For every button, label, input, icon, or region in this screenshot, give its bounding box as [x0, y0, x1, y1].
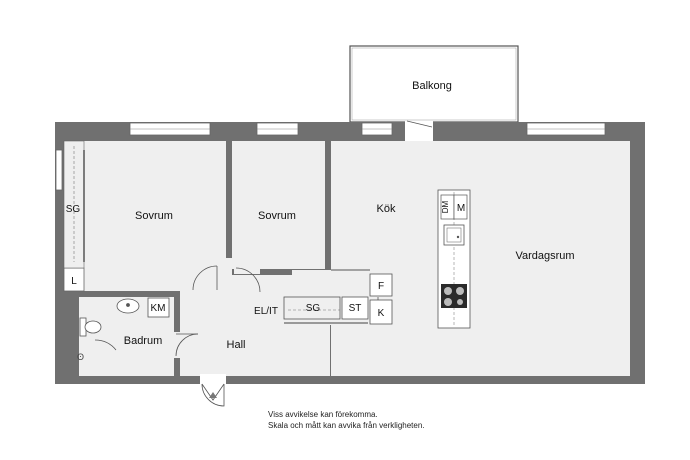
bedroom-left-door-swing [192, 265, 218, 291]
bedroom-middle-floor [232, 141, 325, 269]
entrance-door-leaf [201, 383, 225, 401]
bedroom-middle-door-opening [234, 264, 260, 274]
bathroom-fixtures [79, 297, 170, 337]
balcony-label: Balkong [412, 80, 452, 92]
linen-l-label: L [71, 276, 77, 287]
washing-machine-label: KM [151, 303, 166, 314]
hall-wardrobe [283, 296, 341, 320]
fridge-box [369, 299, 393, 325]
wardrobe-sg-hall-label: SG [306, 303, 321, 314]
bedroom-middle-door-swing [235, 267, 261, 293]
microwave-box [453, 194, 468, 220]
bathroom-label: Badrum [124, 335, 163, 347]
disclaimer-line-1: Viss avvikelse kan förekomma. [268, 410, 378, 419]
shower-tap-icon: ʘ [77, 352, 84, 362]
bedroom-left-label: Sovrum [135, 210, 173, 222]
shower-curtain-icon [94, 339, 117, 351]
balcony-area [349, 45, 519, 123]
dishwasher-label: DM [441, 200, 450, 213]
stove-burners [444, 287, 464, 306]
bathroom-door-opening [172, 332, 182, 358]
bedroom-left-door-opening [190, 288, 218, 298]
balcony-inner-line [351, 47, 517, 121]
freezer-box [369, 273, 393, 297]
washing-machine-box [147, 297, 170, 318]
kitchen-sink-icon [443, 224, 465, 246]
storage-box [341, 296, 369, 320]
window-left-side [55, 149, 63, 191]
freezer-label: F [378, 281, 384, 292]
fridge-label: K [378, 308, 385, 319]
entrance-arrow-icon [209, 392, 217, 398]
storage-st-label: ST [349, 303, 362, 314]
bedroom-middle-label: Sovrum [258, 210, 296, 222]
living-room-label: Vardagsrum [515, 250, 574, 262]
kitchen-living-floor [331, 141, 630, 376]
balcony-door-swing [406, 120, 433, 128]
hall-upper-floor [180, 258, 232, 288]
electrical-label: EL/IT [254, 306, 278, 317]
disclaimer-line-2: Skala och mått kan avvika från verklighe… [268, 421, 425, 430]
toilet-bowl-icon [84, 320, 102, 334]
kitchen-label: Kök [377, 203, 396, 215]
microwave-label: M [457, 203, 465, 214]
wardrobe-sg-left-label: SG [66, 204, 81, 215]
balcony-door-opening [405, 121, 433, 141]
hall-label: Hall [227, 339, 246, 351]
entrance-door-opening [200, 374, 226, 386]
